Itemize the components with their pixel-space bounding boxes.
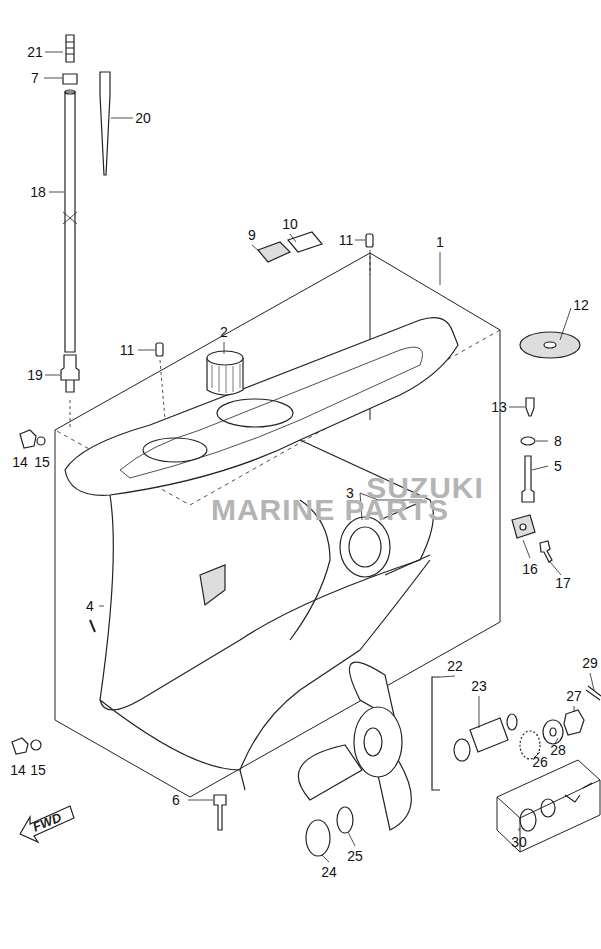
callout-number: 11 <box>339 233 354 247</box>
callout-number: 1 <box>436 235 444 249</box>
callout-number: 20 <box>135 111 151 125</box>
callout-number: 30 <box>511 835 527 849</box>
callout-number: 6 <box>172 793 180 807</box>
callout-number: 23 <box>471 679 487 693</box>
callout-number: 15 <box>34 455 50 469</box>
callout-number: 11 <box>120 343 135 357</box>
callout-number: 2 <box>220 325 228 339</box>
callout-number: 7 <box>31 71 39 85</box>
callout-number: 12 <box>573 298 589 312</box>
callout-number: 4 <box>86 599 94 613</box>
callout-number: 27 <box>566 689 582 703</box>
callout-number: 10 <box>282 217 298 231</box>
callout-number: 29 <box>582 656 598 670</box>
callout-number: 15 <box>30 763 46 777</box>
callout-number: 13 <box>491 400 507 414</box>
callout-number: 14 <box>12 455 28 469</box>
callout-number: 8 <box>554 434 562 448</box>
callout-number: 26 <box>532 755 548 769</box>
callout-number: 14 <box>10 763 26 777</box>
callout-number: 9 <box>248 228 256 242</box>
watermark: MARINE PARTS <box>211 495 449 525</box>
callout-number: 18 <box>30 185 46 199</box>
callout-number: 5 <box>554 459 562 473</box>
callout-number: 21 <box>27 45 43 59</box>
callout-number: 28 <box>550 743 566 757</box>
callout-number: 17 <box>555 576 571 590</box>
callout-number: 25 <box>347 849 363 863</box>
callout-number: 19 <box>27 368 43 382</box>
callout-number: 24 <box>321 865 337 879</box>
callout-number: 16 <box>522 562 538 576</box>
callout-number: 22 <box>447 659 463 673</box>
